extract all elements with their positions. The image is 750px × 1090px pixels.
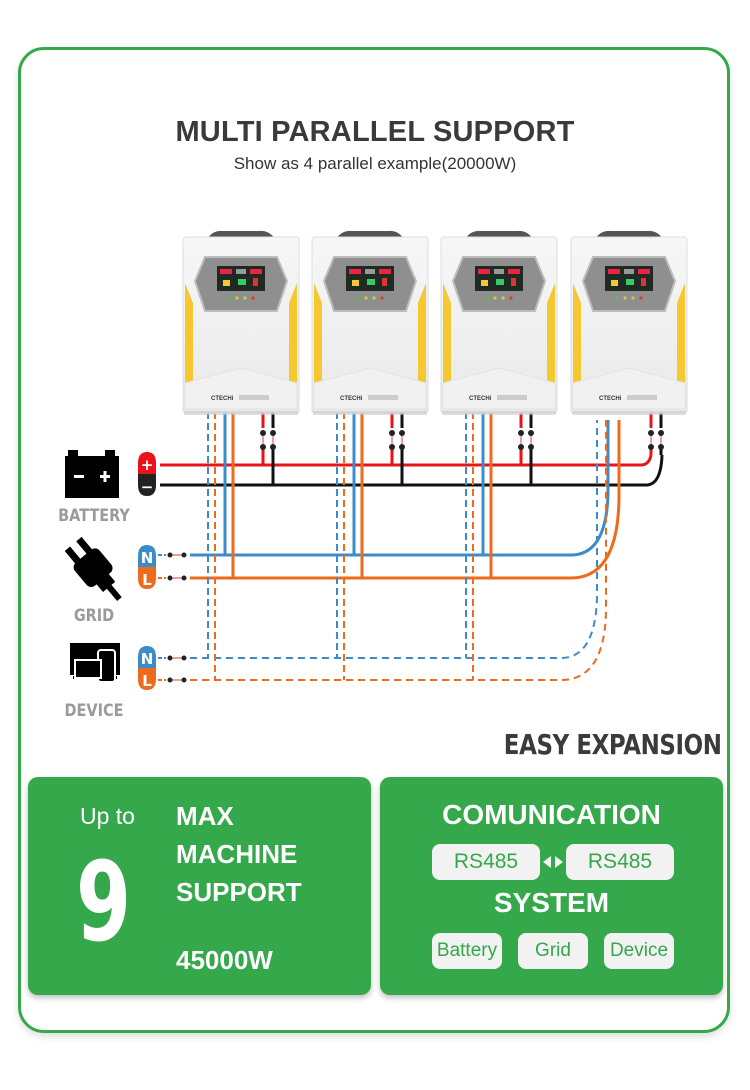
inverter-yellow-panel <box>677 283 685 388</box>
inverter-unit: CTECHi <box>570 230 688 415</box>
inverters-layer: CTECHi CTECHi CTECHi CTECHi <box>182 230 688 415</box>
switch-dot <box>167 575 173 581</box>
max-power-value: 45000W <box>176 945 273 975</box>
status-led <box>615 296 619 300</box>
inverter-brand-logo: CTECHi <box>211 396 234 402</box>
status-led <box>501 296 505 300</box>
grid-neutral-bus <box>190 420 610 557</box>
status-led <box>356 296 360 300</box>
inverter-yellow-panel <box>289 283 297 388</box>
device-neutral-bus <box>190 420 598 659</box>
status-led <box>493 296 497 300</box>
breaker-dot <box>518 444 524 450</box>
battery-positive-bus <box>160 454 653 467</box>
battery-negative-bus <box>160 454 664 487</box>
communication-title: COMUNICATION <box>442 799 661 830</box>
status-led <box>243 296 247 300</box>
switch-dot <box>181 575 187 581</box>
status-led <box>639 296 643 300</box>
inverter-yellow-panel <box>443 283 451 388</box>
status-led <box>623 296 627 300</box>
breaker-dot <box>518 430 524 436</box>
inverter-unit: CTECHi <box>440 230 558 415</box>
grid-label: GRID <box>73 606 115 626</box>
device-terminal: NL <box>138 646 156 690</box>
page-subtitle: Show as 4 parallel example(20000W) <box>233 154 517 173</box>
bidirectional-arrow-icon <box>543 856 563 868</box>
status-led <box>364 296 368 300</box>
plug-icon <box>64 536 122 602</box>
max-machine-card: Up to 9 MAX MACHINE SUPPORT 45000W <box>28 777 371 995</box>
battery-terminal: +− <box>138 452 156 496</box>
system-item-grid: Grid <box>518 933 588 969</box>
breaker-dot <box>399 430 405 436</box>
terminal-label: N <box>141 549 154 567</box>
wires-layer <box>160 412 664 681</box>
inverter-brand-logo: CTECHi <box>340 396 363 402</box>
status-led <box>227 296 231 300</box>
breaker-dot <box>648 444 654 450</box>
max-line-1: MAX <box>176 801 234 831</box>
inverter-yellow-panel <box>573 283 581 388</box>
breaker-dot <box>399 444 405 450</box>
up-to-label: Up to <box>80 803 135 829</box>
switch-dot <box>167 552 173 558</box>
rs485-pill-left: RS485 <box>432 844 540 880</box>
breaker-dot <box>658 430 664 436</box>
easy-expansion-tagline: EASY EXPANSION <box>504 728 722 761</box>
status-led <box>235 296 239 300</box>
inverter-yellow-panel <box>547 283 555 388</box>
breaker-dot <box>270 430 276 436</box>
inverter-yellow-panel <box>418 283 426 388</box>
inverter-yellow-panel <box>185 283 193 388</box>
status-led <box>509 296 513 300</box>
battery-icon <box>65 450 119 498</box>
breaker-dot <box>389 444 395 450</box>
battery-label: BATTERY <box>58 506 130 526</box>
device-icon <box>70 643 120 683</box>
rs485-pill-right: RS485 <box>566 844 674 880</box>
page-title: MULTI PARALLEL SUPPORT <box>175 116 575 148</box>
terminal-label: L <box>142 571 152 589</box>
inverter-brand-logo: CTECHi <box>469 396 492 402</box>
grid-terminal: NL <box>138 545 156 589</box>
breaker-dot <box>648 430 654 436</box>
inverter-yellow-panel <box>314 283 322 388</box>
communication-card: COMUNICATION RS485 RS485 SYSTEM Battery … <box>380 777 723 995</box>
switch-dot <box>167 677 173 683</box>
terminal-label: N <box>141 650 154 668</box>
device-live-bus <box>190 420 607 681</box>
status-led <box>631 296 635 300</box>
status-led <box>380 296 384 300</box>
breaker-dot <box>270 444 276 450</box>
system-item-device: Device <box>604 933 674 969</box>
status-led <box>485 296 489 300</box>
switch-dot <box>181 552 187 558</box>
breaker-dot <box>389 430 395 436</box>
terminal-label: + <box>141 456 154 474</box>
breaker-dot <box>528 444 534 450</box>
breaker-dot <box>528 430 534 436</box>
inverter-brand-logo: CTECHi <box>599 396 622 402</box>
status-led <box>372 296 376 300</box>
switch-dot <box>181 677 187 683</box>
breaker-dot <box>658 444 664 450</box>
inverter-unit: CTECHi <box>311 230 429 415</box>
system-title: SYSTEM <box>493 887 610 918</box>
switch-dot <box>181 655 187 661</box>
terminal-label: L <box>142 672 152 690</box>
breaker-dot <box>260 444 266 450</box>
switch-dot <box>167 655 173 661</box>
max-machine-count: 9 <box>76 838 132 966</box>
inverter-unit: CTECHi <box>182 230 300 415</box>
system-item-battery: Battery <box>432 933 502 969</box>
breaker-dot <box>260 430 266 436</box>
max-line-2: MACHINE <box>176 839 298 869</box>
terminal-label: − <box>141 478 154 496</box>
device-label: DEVICE <box>64 701 124 721</box>
max-line-3: SUPPORT <box>176 877 302 907</box>
status-led <box>251 296 255 300</box>
